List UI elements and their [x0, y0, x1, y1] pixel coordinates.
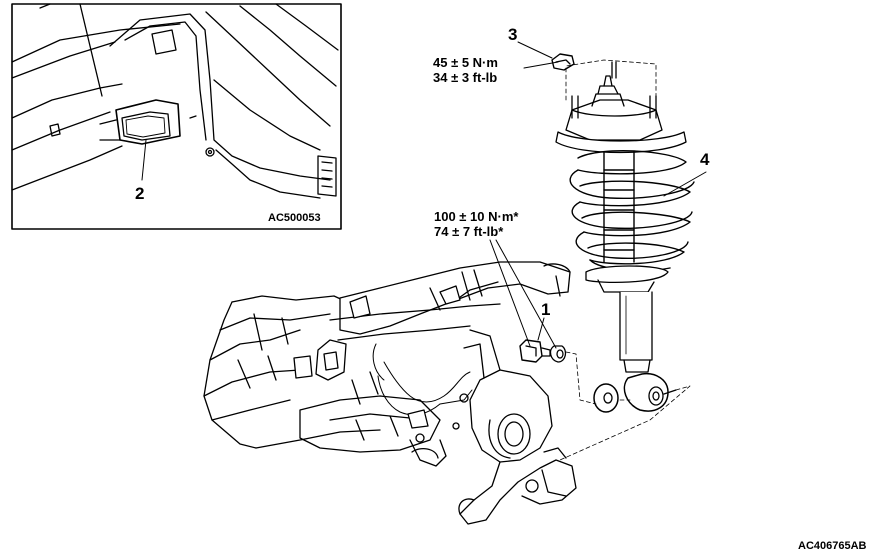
torque-spec-top-metric: 45 ± 5 N·m — [433, 55, 498, 70]
knuckle — [458, 329, 577, 525]
figure-code: AC406765AB — [798, 540, 867, 552]
callout-1: 1 — [541, 300, 551, 319]
callout-3: 3 — [508, 25, 518, 44]
inset-callout-2: 2 — [135, 184, 145, 203]
callout-4: 4 — [700, 150, 710, 169]
torque-spec-top-imperial: 34 ± 3 ft-lb — [433, 70, 498, 85]
torque-spec-top: 45 ± 5 N·m 34 ± 3 ft-lb — [433, 55, 498, 85]
inset-figure-code: AC500053 — [268, 212, 321, 224]
bolt-and-nut — [519, 339, 567, 363]
coil-spring — [569, 150, 695, 272]
torque-spec-mid-metric: 100 ± 10 N·m* — [434, 209, 519, 224]
cap-nut — [551, 53, 575, 71]
strut-assembly — [551, 53, 695, 461]
inset-panel — [11, 3, 342, 230]
torque-spec-mid-imperial: 74 ± 7 ft-lb* — [434, 224, 504, 239]
shock-body — [619, 291, 653, 373]
upper-mount — [565, 59, 663, 141]
leader-lines — [489, 41, 707, 349]
suspension-drawing — [203, 261, 577, 525]
torque-spec-mid: 100 ± 10 N·m* 74 ± 7 ft-lb* — [434, 209, 518, 239]
lower-eye — [623, 372, 677, 412]
inset-body-drawing — [11, 3, 339, 199]
washer — [593, 383, 619, 413]
